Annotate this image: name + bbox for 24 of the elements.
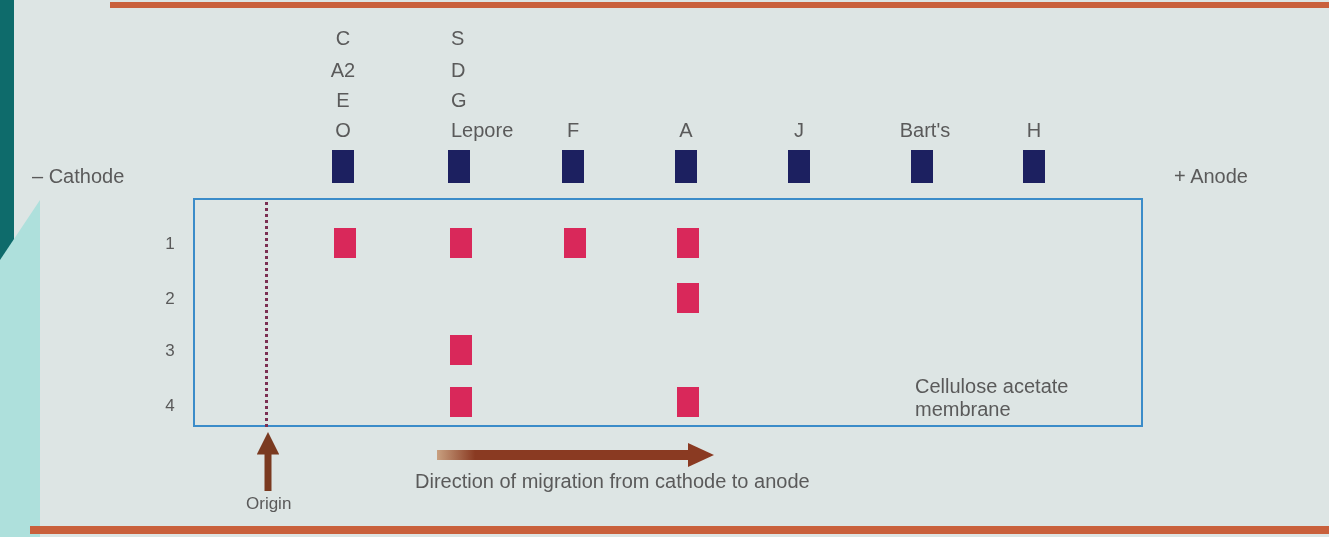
hemoglobin-variant-label: J [794,120,804,140]
electrode-label: – Cathode [32,166,125,186]
hemoglobin-variant-label: F [566,120,580,140]
hemoglobin-variant-label: H [1026,120,1042,140]
row-number: 1 [165,234,175,252]
row-number: 3 [165,341,175,359]
hemoglobin-variant-label: O [335,120,351,140]
row-number: 2 [165,289,175,307]
hemoglobin-variant-label: Bart's [899,120,951,140]
hemoglobin-variant-label: Lepore [451,120,514,140]
electrode-label: + Anode [1174,166,1248,186]
row-number: 4 [165,396,175,414]
origin-line [265,202,269,427]
origin-label: Origin [246,494,306,516]
hemoglobin-variant-label: G [451,90,467,110]
membrane-label: Cellulose acetate membrane [915,375,1070,421]
hemoglobin-variant-label: A2 [330,60,356,80]
direction-caption: Direction of migration from cathode to anode [415,471,810,491]
hemoglobin-variant-label: D [451,60,466,80]
hemoglobin-variant-label: A [679,120,693,140]
hemoglobin-variant-label: S [451,28,465,48]
hemoglobin-variant-label: E [336,90,350,110]
hemoglobin-variant-label: C [335,28,351,48]
membrane-strip [193,198,1143,427]
